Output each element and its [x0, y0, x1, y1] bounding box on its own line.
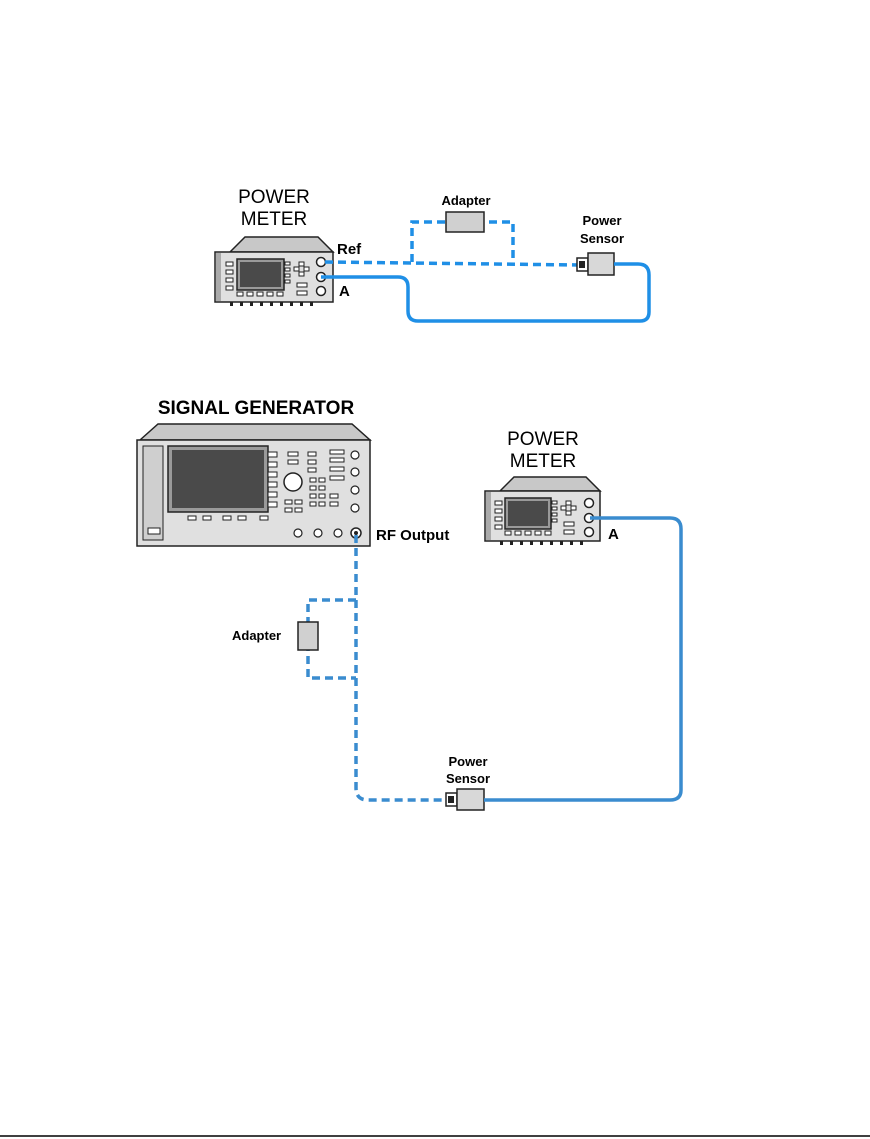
- bottom-rf-cable-dashed: [308, 535, 448, 800]
- top-power-sensor-label-line2: Sensor: [580, 231, 624, 246]
- bottom-adapter-label: Adapter: [232, 628, 281, 643]
- bottom-a-cable-solid: [484, 518, 681, 800]
- top-power-meter-label-line2: METER: [241, 209, 308, 230]
- top-power-sensor-label-line1: Power: [582, 213, 621, 228]
- top-adapter-label: Adapter: [441, 193, 490, 208]
- rf-output-label: RF Output: [376, 527, 449, 544]
- bottom-port-a-label: A: [608, 526, 619, 543]
- bottom-power-meter: [485, 477, 600, 545]
- signal-generator-label: SIGNAL GENERATOR: [158, 398, 355, 419]
- top-power-meter-label-line1: POWER: [238, 187, 310, 208]
- top-power-sensor: [577, 253, 614, 275]
- bottom-power-sensor-label-line1: Power: [448, 754, 487, 769]
- top-setup: POWER METER Ref A Adapter Power Sensor: [215, 187, 649, 321]
- bottom-power-sensor: [446, 789, 484, 810]
- signal-generator: [137, 424, 370, 546]
- top-power-meter: [215, 237, 333, 306]
- bottom-adapter: [298, 622, 318, 650]
- bottom-power-sensor-label-line2: Sensor: [446, 771, 490, 786]
- bottom-power-meter-label-line1: POWER: [507, 429, 579, 450]
- top-port-ref-label: Ref: [337, 241, 362, 258]
- bottom-power-meter-label-line2: METER: [510, 451, 577, 472]
- bottom-setup: SIGNAL GENERATOR RF Output POWER METER A…: [137, 398, 681, 810]
- top-port-a-label: A: [339, 283, 350, 300]
- top-adapter: [446, 212, 484, 232]
